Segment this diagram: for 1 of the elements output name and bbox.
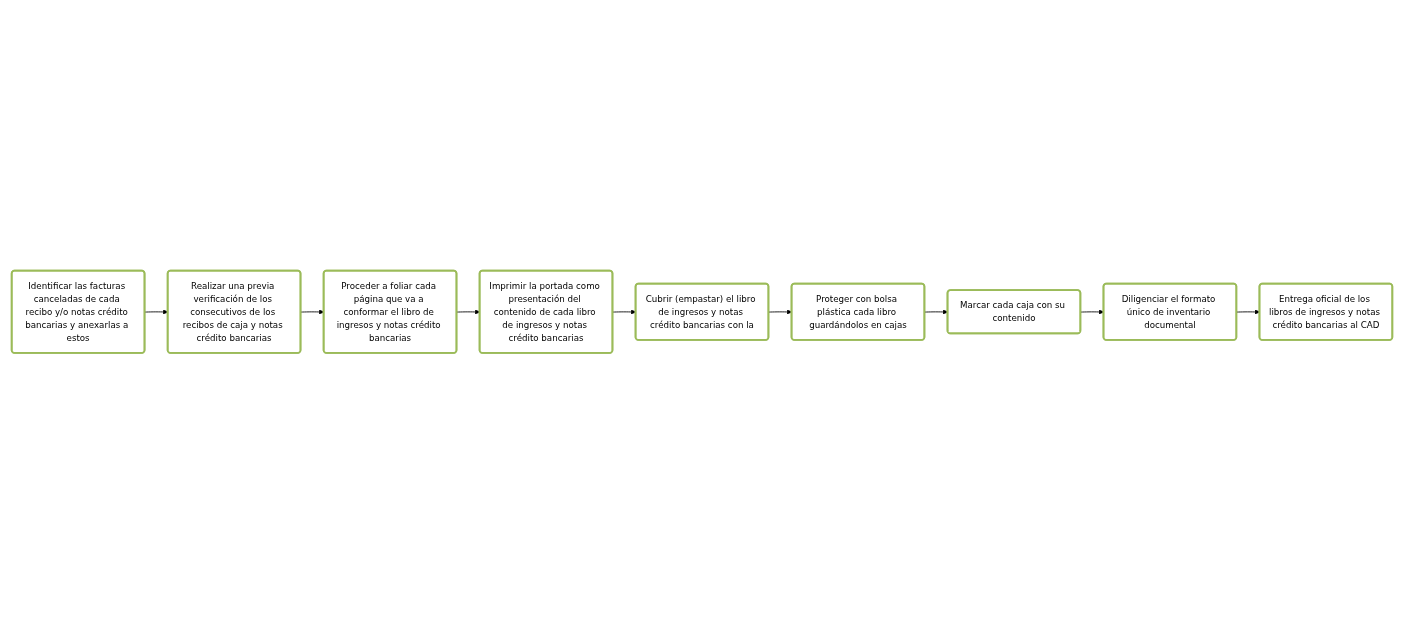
flowchart-diagram: Identificar las facturas canceladas de cada recibo y/o notas crédito bancarias y anexarlas a estos Realizar una previa verificación de los consecutivos de los recibos de caja y notas crédito bancarias Proceder a foliar cada página que va a conformar el libro de ingresos y notas crédito bancarias Imprimir la portada como presentación del contenido de cada libro de ingresos y notas crédito bancarias Cubrir (empastar) el libro de ingresos y notas crédito bancarias con la Proteger con bolsa plástica cada libro guardándolos en cajas Marcar cada caja con su contenido Diligenciar el formato único de inventario documental Entrega oficial de los libros de ingresos y notas crédito bancarias al CAD: [7, 266, 1397, 358]
